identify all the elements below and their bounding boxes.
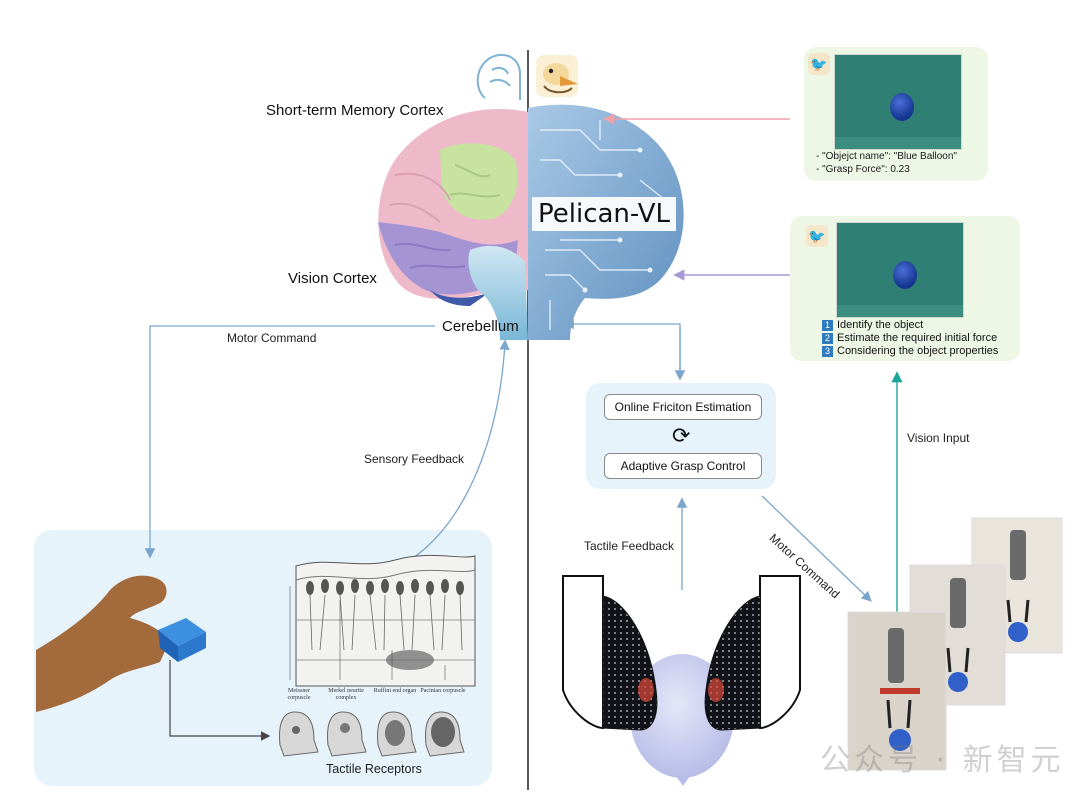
balloon-image-2 xyxy=(893,261,917,289)
sensory-feedback-label: Sensory Feedback xyxy=(364,452,465,466)
watermark: 公众号 · 新智元 xyxy=(820,743,1065,778)
pelican-logo-icon xyxy=(536,55,578,97)
vision-input-label: Vision Input xyxy=(907,431,970,445)
memory-panel: 🐦 - "Objejct name": "Blue Balloon" - "Gr… xyxy=(804,47,988,181)
pelican-vl-label: Pelican-VL xyxy=(532,197,677,231)
tactile-receptors-label: Tactile Receptors xyxy=(326,762,422,776)
sensory-feedback-arrow xyxy=(409,339,510,561)
motor-command-arrow-left xyxy=(144,325,435,559)
tactile-gripper xyxy=(562,575,801,786)
receptor-caption-meissner: Meissner corpuscle xyxy=(287,688,311,701)
control-to-cerebellum-arrow xyxy=(563,318,681,378)
tactile-feedback-label: Tactile Feedback xyxy=(584,539,675,553)
memory-line-1: - "Objejct name": "Blue Balloon" xyxy=(816,151,957,162)
motor-command-arrow-right xyxy=(761,495,872,602)
receptor-caption-ruffini: Ruffini end organ xyxy=(373,688,417,694)
fingertip-diagrams xyxy=(279,711,465,757)
memory-line-2: - "Grasp Force": 0.23 xyxy=(816,164,910,175)
balloon-image xyxy=(890,93,914,121)
biological-brain xyxy=(378,108,528,340)
brain-head-icon xyxy=(476,53,521,100)
reasoning-camera-frame xyxy=(836,222,964,318)
hand-grasping-cube xyxy=(36,575,206,712)
online-friction-estimation-box: Online Friciton Estimation xyxy=(604,394,762,420)
cycle-icon: ⟳ xyxy=(672,423,691,448)
memory-camera-frame xyxy=(834,54,962,150)
pelican-mini-icon: 🐦 xyxy=(808,53,830,75)
receptor-caption-pacinian: Pacinian corpuscle xyxy=(420,688,466,694)
pelican-mini-icon-2: 🐦 xyxy=(806,225,828,247)
skin-cross-section xyxy=(289,554,476,687)
hand-to-receptors-arrow xyxy=(169,660,271,741)
receptor-caption-merkel: Merkel neurite complex xyxy=(328,688,364,701)
cerebellum-label: Cerebellum xyxy=(442,318,519,335)
short-term-memory-label: Short-term Memory Cortex xyxy=(266,102,444,119)
robot-photo-stack xyxy=(847,517,1063,771)
vision-cortex-label: Vision Cortex xyxy=(288,270,377,287)
adaptive-grasp-control-box: Adaptive Grasp Control xyxy=(604,453,762,479)
motor-command-label-left: Motor Command xyxy=(227,331,317,345)
